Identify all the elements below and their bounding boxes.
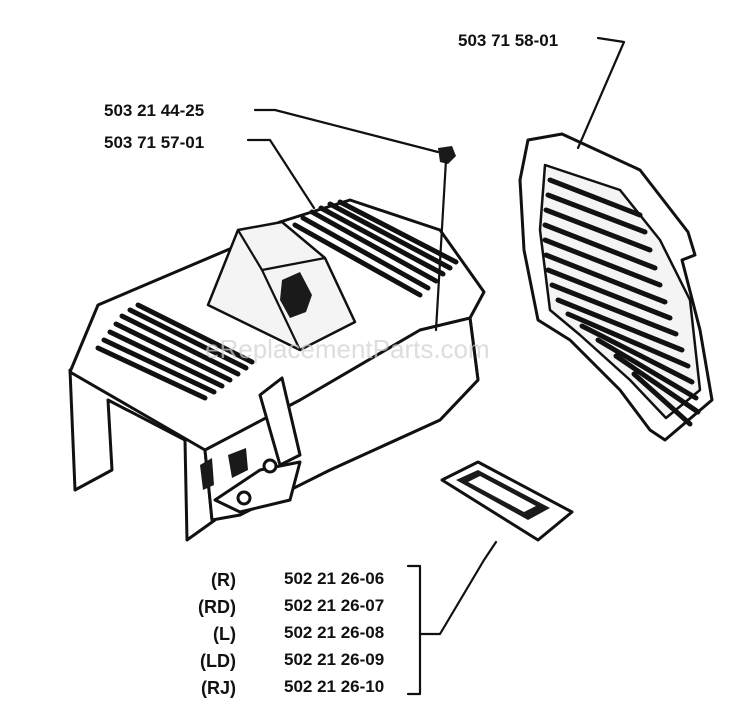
cover-left-vent (95, 302, 255, 401)
leader-decal (418, 540, 498, 636)
decal-code-rd: (RD) (198, 597, 236, 617)
decal-code-r: (R) (211, 570, 236, 590)
decal-list: (R) (RD) (L) (LD) (RJ) 502 21 26-06 502 … (198, 569, 384, 698)
cylinder-cover (68, 198, 486, 542)
decal-print-window (468, 476, 536, 512)
mount-hole-1 (262, 458, 278, 474)
leader-bolt (253, 108, 440, 154)
decal-part-ld: 502 21 26-09 (284, 650, 384, 669)
cover-right-vent (292, 199, 459, 298)
decal-part-l: 502 21 26-08 (284, 623, 384, 642)
cover-center-block-edge2 (260, 256, 327, 272)
screw-shank (434, 158, 448, 332)
grille-top-lip (526, 132, 690, 234)
decal-code-l: (L) (213, 624, 236, 644)
screw (434, 146, 456, 332)
decal-code-rj: (RJ) (201, 678, 236, 698)
mount-hole-2 (236, 490, 252, 506)
watermark: eReplacementParts.com (205, 334, 490, 364)
decal-part-r: 502 21 26-06 (284, 569, 384, 588)
callout-cover: 503 71 57-01 (104, 133, 204, 152)
cover-front-tab (213, 460, 302, 514)
decal-part-rj: 502 21 26-10 (284, 677, 384, 696)
callout-bolt: 503 21 44-25 (104, 101, 204, 120)
callout-top-right: 503 71 58-01 (458, 31, 558, 50)
cover-side-recess (258, 376, 302, 467)
front-grille (518, 132, 714, 442)
logo-mark-icon (280, 272, 312, 318)
screw-head (438, 146, 456, 164)
decal-part-rd: 502 21 26-07 (284, 596, 384, 615)
leader-cover (246, 138, 316, 210)
leader-lines (246, 36, 626, 696)
leader-top-right (576, 36, 626, 150)
grille-slats (542, 177, 701, 427)
front-label-mark (228, 448, 248, 478)
decal-plate (440, 460, 574, 542)
decal-code-ld: (LD) (200, 651, 236, 671)
front-label-mark-2 (200, 458, 214, 490)
decal-bracket (406, 564, 422, 696)
